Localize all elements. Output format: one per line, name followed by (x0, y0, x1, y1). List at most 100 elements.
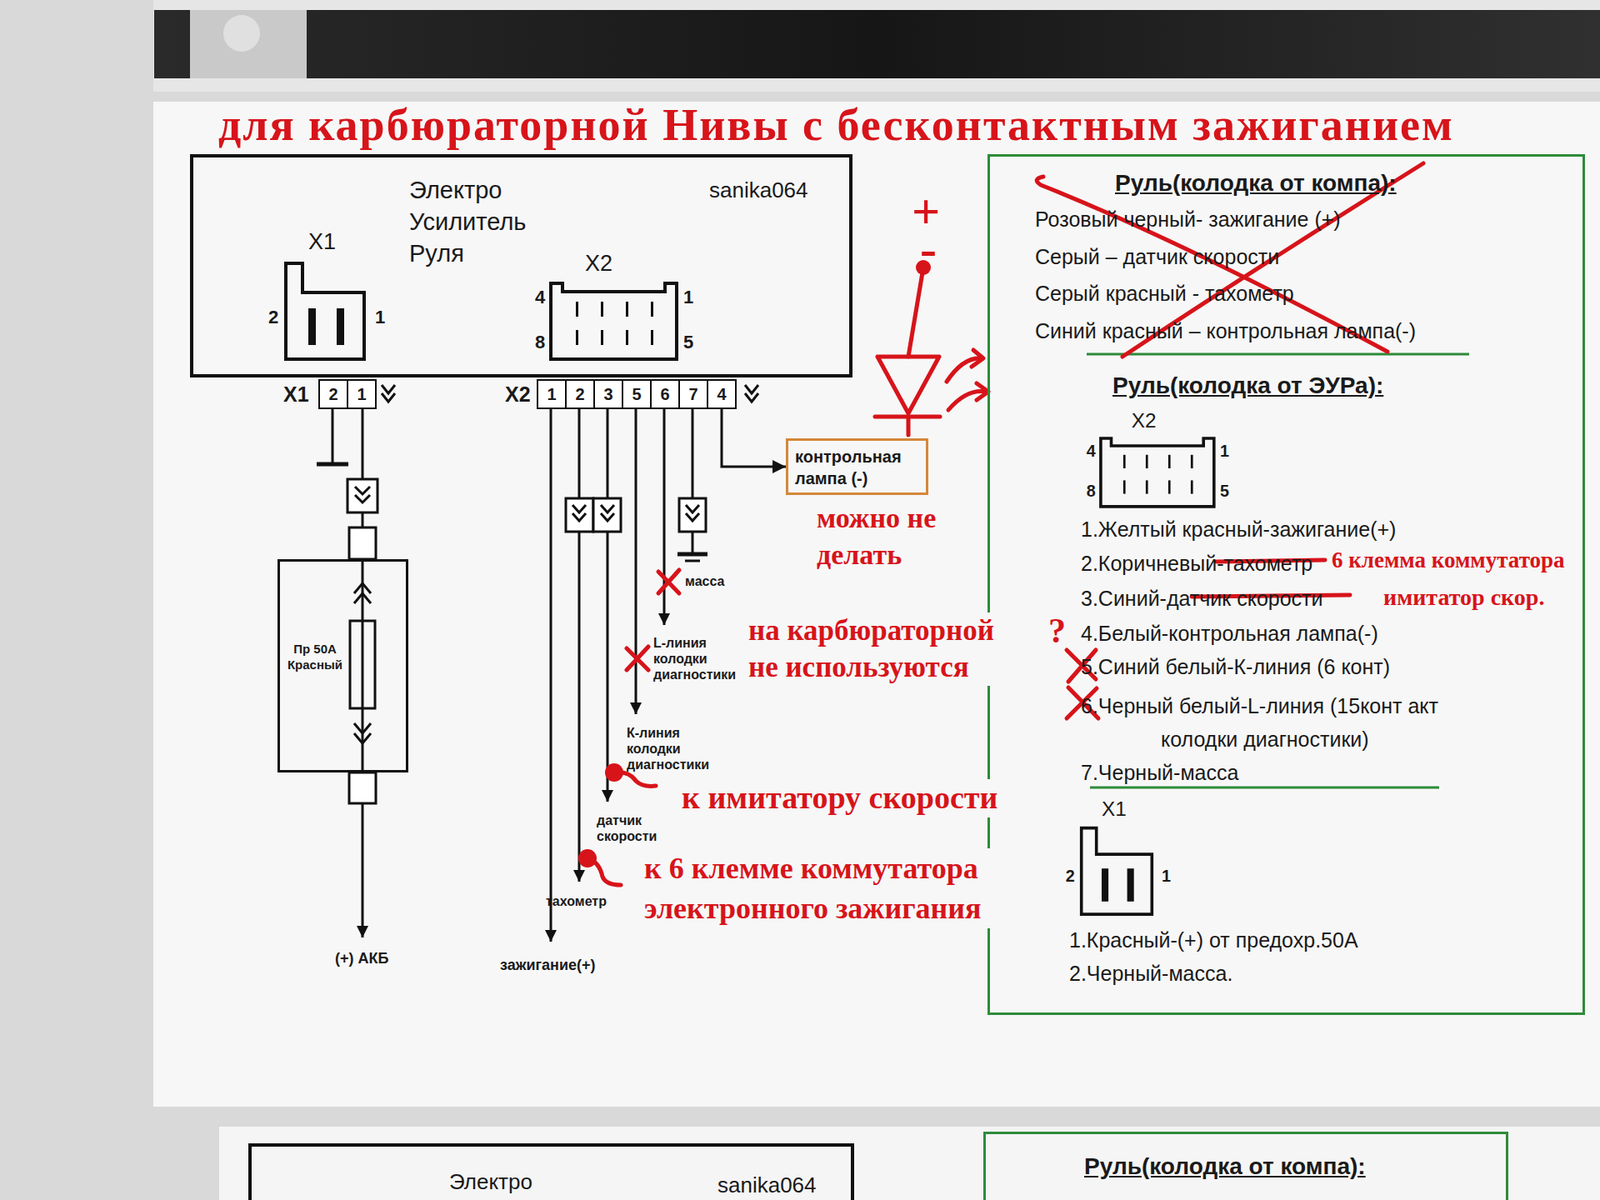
polarity-mark: - (920, 218, 937, 279)
wiring-rect (349, 772, 376, 804)
pin-number: 5 (621, 379, 652, 410)
wire-end-label: (+) АКБ (335, 950, 389, 969)
wiring-polyline (381, 393, 395, 402)
x1-pin-strip: X1 21 (283, 379, 392, 410)
box-text: 6.Черный белый-L-линия (15конт акт колод… (1080, 689, 1448, 756)
pin-number: 4 (1086, 441, 1096, 462)
connector-label: X2 (585, 250, 613, 277)
wiring-rect (349, 527, 376, 560)
pin-number: 5 (1220, 481, 1230, 502)
red-note: ? (1048, 610, 1066, 652)
red-note: 6 клемма коммутатора (1331, 546, 1565, 574)
pin-number: 2 (318, 379, 349, 410)
wiring-polyline (354, 593, 371, 604)
pin-number: 8 (535, 331, 545, 354)
wiring-polyline (572, 513, 586, 521)
wiring-polyline (354, 733, 371, 744)
connector-label: X2 (1131, 408, 1157, 433)
pin-number: 4 (535, 286, 545, 309)
wiring-rect (190, 10, 307, 79)
wire-end-label: масса (685, 573, 725, 590)
pin-number: 2 (565, 379, 595, 410)
wiring-rect (565, 498, 594, 532)
box-text: Руль(колодка от ЭУРа): (1112, 371, 1384, 400)
wiring-path (948, 390, 987, 410)
pin-number: 1 (1220, 441, 1230, 462)
box-text: 7.Черный-масса (1080, 760, 1239, 785)
box-text: Розовый черный- зажигание (+) (1035, 206, 1341, 232)
wiring-rect (153, 101, 1600, 1107)
wiring-line (361, 803, 365, 938)
connector-label: X1 (1101, 796, 1127, 821)
connector-outline (1085, 408, 1235, 514)
wiring-polyline (354, 723, 371, 734)
wiring-path (971, 350, 984, 367)
pin-number: 8 (1086, 481, 1096, 502)
pinout-panel: Руль(колодка от компа): (983, 1131, 1509, 1200)
pin-number: 2 (1065, 866, 1075, 887)
x2-pin-strip: X21235674 (505, 379, 743, 410)
wiring-line (685, 560, 700, 563)
wiring-rect (679, 498, 706, 532)
wiring-circle (223, 15, 260, 52)
wiring-polyline (600, 505, 615, 513)
wiring-line (331, 409, 335, 465)
box-text: sanika064 (709, 177, 809, 204)
box-heading: Руль(колодка от компа): (1084, 1152, 1366, 1181)
wiring-path (976, 383, 989, 400)
box-heading: Электро Усилитель Руля (409, 174, 585, 270)
wiring-rect (219, 1126, 1600, 1200)
box-text: 2.Черный-масса. (1069, 960, 1233, 986)
wiring-polyline (745, 385, 759, 394)
wire-end-label: тахометр (545, 893, 607, 910)
box-text: Серый красный - тахометр (1035, 280, 1295, 306)
red-note: к имитатору скорости (679, 779, 1000, 818)
diagram-title: для карбюраторной Нивы с бесконтактным з… (218, 98, 1455, 153)
wire-end-label: датчик скорости (596, 812, 676, 845)
wiring-path (626, 646, 649, 670)
red-note: можно не делать (816, 500, 1000, 574)
box-text: 1.Желтый красный-зажигание(+) (1080, 516, 1396, 542)
box-text: 5.Синий белый-К-линия (6 конт) (1080, 654, 1390, 680)
wiring-line (663, 409, 666, 625)
wiring-line (906, 416, 911, 435)
wiring-line (908, 267, 924, 357)
box-text: 3.Синий-датчик скорости (1080, 585, 1324, 611)
connector-outline (533, 250, 700, 367)
red-note: имитатор скор. (1383, 583, 1545, 612)
pin-number: 4 (706, 379, 737, 410)
wiring-polyline (745, 393, 759, 402)
pin-number: 1 (536, 379, 567, 410)
wire-connector (721, 409, 786, 467)
wiring-line (1086, 353, 1470, 356)
wiring-polyline (600, 513, 615, 521)
wiring-line (635, 409, 638, 715)
wiring-line (550, 409, 553, 942)
wiring-g (587, 163, 1424, 885)
box-text: 4.Белый-контрольная лампа(-) (1080, 620, 1379, 646)
box-text: 1.Красный-(+) от предохр.50А (1069, 927, 1359, 953)
wiring-rect (347, 479, 378, 513)
box-heading: Электро (449, 1169, 533, 1195)
x2-connector: X2 4 1 8 5 (1085, 408, 1235, 514)
wiring-line (1090, 786, 1440, 790)
red-note: к 6 клемме коммутатора электронного зажи… (641, 848, 1039, 929)
pin-number: 3 (593, 379, 624, 410)
pin-number: 1 (375, 306, 385, 329)
wiring-line (578, 409, 581, 882)
eur-unit-box: Электро Усилитель Руляsanika064X121X2418… (190, 154, 853, 378)
pin-number: 1 (346, 379, 377, 410)
wiring-circle (578, 849, 597, 868)
pin-number: 6 (650, 379, 680, 410)
wiring-polyline (685, 505, 700, 513)
fuse-box: Пр 50А Красный (277, 559, 409, 773)
warning-lamp-box: контрольная лампа (-) (785, 438, 929, 495)
connector-label: X1 (283, 381, 310, 407)
connector-label: X2 (505, 381, 531, 407)
x2-connector: X24185 (533, 250, 700, 367)
wiring-line (677, 552, 708, 557)
pin-number: 2 (268, 306, 279, 329)
box-text: 2.Коричневый-тахометр (1080, 550, 1313, 576)
